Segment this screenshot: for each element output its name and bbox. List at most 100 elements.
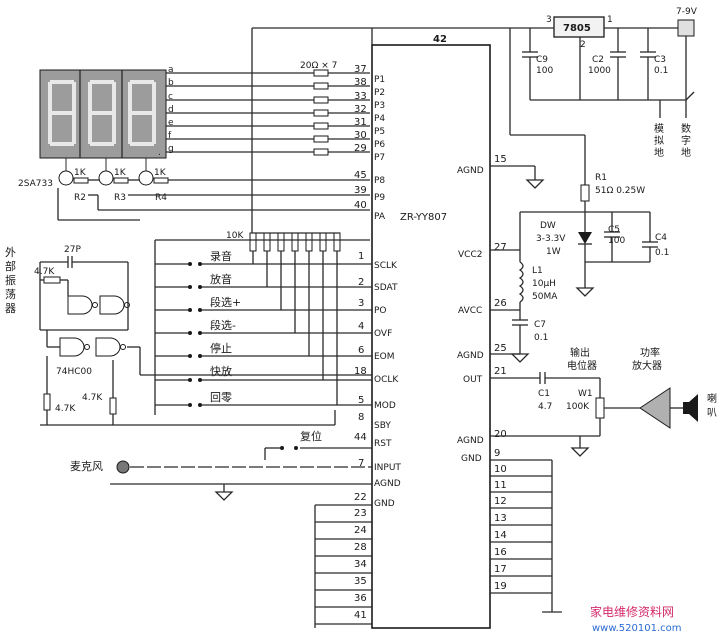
switch-rewind[interactable]: 回零 [210, 391, 232, 404]
osc-gate: 74HC00 [56, 367, 92, 377]
c1-value: 4.7 [538, 402, 552, 412]
analog-ground-label: 模拟地 [654, 123, 664, 159]
svg-text:26: 26 [494, 298, 507, 309]
watermark-line2: www.520101.com [592, 623, 682, 634]
segment-g: g [168, 144, 174, 154]
svg-text:6: 6 [358, 345, 364, 356]
c5-name: C5 [608, 225, 620, 235]
segment-c: c [168, 92, 173, 102]
svg-text:INPUT: INPUT [374, 463, 401, 473]
dw-power: 1W [546, 247, 561, 257]
svg-text:PA: PA [374, 212, 386, 222]
switch-play[interactable]: 放音 [210, 272, 232, 286]
svg-text:7: 7 [358, 458, 364, 469]
transistor-q1 [58, 158, 74, 186]
nand-gate-1 [67, 295, 98, 315]
svg-text:14: 14 [494, 530, 507, 541]
svg-text:12: 12 [494, 496, 507, 507]
svg-text:RST: RST [374, 439, 392, 449]
r2-value: 1K [74, 168, 87, 178]
svg-text:P3: P3 [374, 101, 385, 111]
svg-text:20: 20 [494, 429, 507, 440]
segment-resistors [313, 69, 329, 156]
segment-dp: . [158, 148, 161, 158]
c2-value: 1000 [588, 66, 611, 76]
svg-text:GND: GND [374, 499, 395, 509]
l1-current: 50MA [532, 292, 558, 302]
svg-text:P4: P4 [374, 114, 385, 124]
right-pin-labels: AGND VCC2 AVCC AGND OUT AGND GND [457, 166, 484, 464]
l1-value: 10μH [532, 279, 556, 289]
svg-text:23: 23 [354, 508, 367, 519]
svg-text:P2: P2 [374, 88, 385, 98]
svg-text:27: 27 [494, 242, 507, 253]
svg-text:22: 22 [354, 492, 367, 503]
dw-name: DW [540, 221, 556, 231]
switch-contacts [188, 262, 202, 407]
svg-text:AGND: AGND [374, 479, 401, 489]
svg-text:8: 8 [358, 412, 364, 423]
regulator-pin-gnd: 2 [580, 40, 586, 50]
microphone-icon [116, 460, 130, 474]
svg-text:11: 11 [494, 480, 507, 491]
oscillator-title: 外部振荡器 [5, 246, 16, 315]
transistor-type: 2SA733 [18, 179, 53, 189]
svg-text:28: 28 [354, 542, 367, 553]
svg-text:VCC2: VCC2 [458, 250, 482, 260]
segment-lines [166, 72, 370, 153]
svg-text:35: 35 [354, 576, 367, 587]
svg-text:40: 40 [354, 200, 367, 211]
segment-a: a [168, 65, 174, 75]
svg-text:31: 31 [354, 117, 367, 128]
regulator-7805 [553, 16, 605, 38]
mic-label: 麦克风 [70, 460, 103, 473]
svg-text:P6: P6 [374, 140, 385, 150]
c7-name: C7 [534, 320, 546, 330]
power-connector [677, 19, 695, 37]
switch-record[interactable]: 录音 [210, 249, 232, 263]
c9-value: 100 [536, 66, 553, 76]
c3-name: C3 [654, 55, 666, 65]
svg-text:P5: P5 [374, 127, 385, 137]
chip-top-pin: 42 [433, 34, 447, 45]
right-pin-numbers: 15 27 26 25 21 20 9 10 11 12 13 14 16 17… [494, 154, 507, 592]
c4-name: C4 [655, 233, 667, 243]
switch-seg-next[interactable]: 段选+ [210, 295, 241, 309]
svg-text:45: 45 [354, 170, 367, 181]
svg-text:19: 19 [494, 581, 507, 592]
resistor-array-label: 20Ω × 7 [300, 61, 337, 71]
svg-text:AGND: AGND [457, 351, 484, 361]
chip-name: ZR-YY807 [400, 212, 447, 223]
switch-fast-play[interactable]: 快放 [210, 364, 232, 378]
osc-r-top: 4.7K [34, 267, 55, 277]
digit-2 [88, 80, 116, 146]
svg-text:GND: GND [461, 454, 482, 464]
switch-stop[interactable]: 停止 [210, 341, 232, 355]
c1-name: C1 [538, 389, 550, 399]
svg-text:39: 39 [354, 185, 367, 196]
svg-text:5: 5 [358, 395, 364, 406]
svg-text:15: 15 [494, 154, 507, 165]
inductor-l1 [518, 261, 524, 303]
switch-seg-prev[interactable]: 段选- [210, 318, 236, 332]
svg-text:P1: P1 [374, 75, 385, 85]
digit-3 [128, 80, 156, 146]
amplifier-icon [639, 387, 671, 429]
svg-text:1: 1 [358, 251, 364, 262]
volume-potentiometer[interactable] [595, 397, 605, 419]
pot-label: 输出电位器 [567, 346, 597, 372]
reset-switch[interactable]: 复位 [300, 429, 322, 443]
w1-name: W1 [578, 389, 593, 399]
regulator-pin-out: 1 [607, 15, 613, 25]
watermark-line1: 家电维修资料网 [590, 604, 674, 619]
svg-text:13: 13 [494, 513, 507, 524]
c4-value: 0.1 [655, 248, 669, 258]
svg-text:4: 4 [358, 321, 364, 332]
r1-value: 51Ω 0.25W [595, 186, 645, 196]
left-pin-numbers: 37 38 33 32 31 30 29 45 39 40 1 2 3 4 6 … [354, 64, 367, 621]
svg-text:P9: P9 [374, 193, 385, 203]
r1-name: R1 [595, 173, 607, 183]
pullup-drops [252, 251, 338, 405]
segment-e: e [168, 118, 174, 128]
